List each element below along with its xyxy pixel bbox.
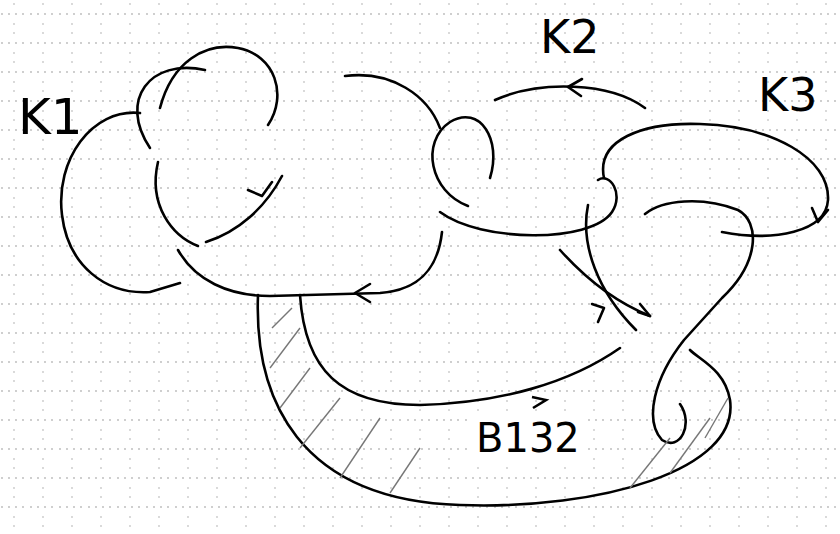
knot-strand: [645, 201, 753, 443]
arrowhead: [355, 284, 370, 302]
band-hatching: [270, 328, 300, 368]
knot-strand: [178, 232, 442, 296]
band-hatching: [272, 308, 292, 328]
knot-label: K1: [18, 92, 83, 142]
arrowhead: [592, 304, 604, 322]
band-label: B132: [472, 416, 584, 460]
band-outline: [250, 288, 750, 514]
arrowhead: [248, 182, 272, 196]
arrowhead: [812, 208, 828, 222]
band-hatching: [390, 448, 420, 493]
knot-strand: [156, 162, 198, 246]
knot-strand: [160, 47, 277, 125]
knot-strand: [432, 117, 493, 206]
band-hatching: [280, 368, 310, 408]
knot-label: K2: [540, 14, 599, 60]
band-hatching: [630, 438, 670, 488]
knot-strand: [345, 75, 440, 128]
band-hatching: [340, 418, 380, 478]
band-hatching: [705, 398, 728, 438]
knot-strand: [603, 124, 828, 236]
band-hatching: [300, 398, 340, 448]
knot-strand: [560, 250, 650, 316]
arrowhead: [638, 304, 650, 316]
knot-strand: [586, 205, 636, 330]
knot-strand: [440, 178, 617, 235]
knot-strand: [206, 176, 282, 242]
band-hatching: [670, 418, 710, 473]
arrowhead: [532, 397, 546, 408]
band-edge: [258, 295, 731, 505]
band-region: B132: [250, 288, 750, 514]
arrowhead: [568, 79, 582, 96]
knot-label: K3: [758, 72, 817, 118]
